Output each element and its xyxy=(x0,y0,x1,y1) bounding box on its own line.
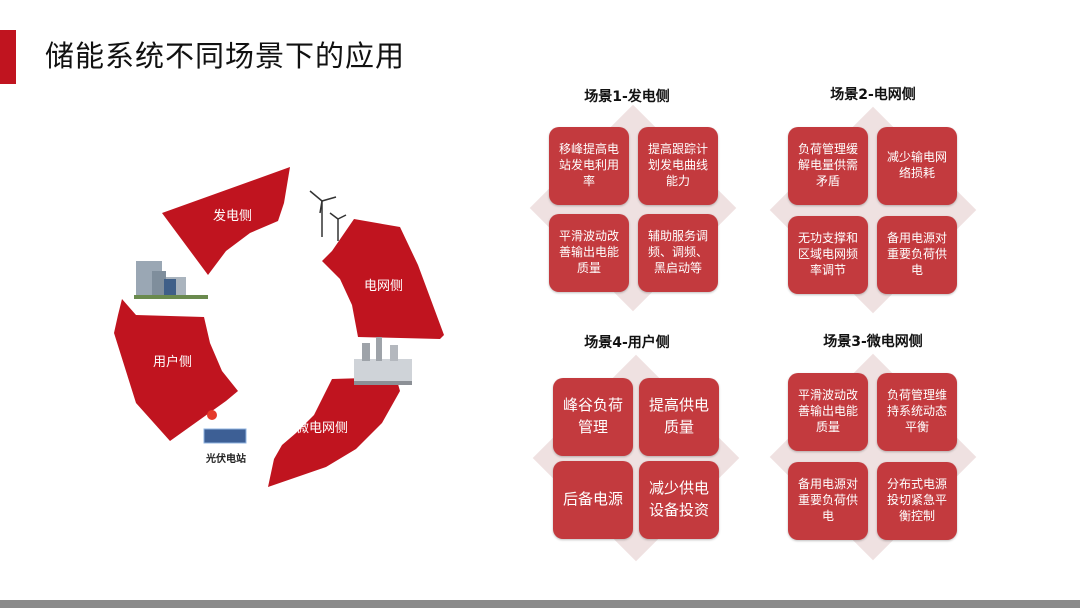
cycle-diagram: 发电侧 电网侧 微电网侧 用户侧 光伏电站 xyxy=(100,155,470,505)
page-title: 储能系统不同场景下的应用 xyxy=(45,39,406,73)
cycle-segment-microgrid xyxy=(268,377,400,487)
solar-panel-icon xyxy=(203,410,247,444)
bottom-bar xyxy=(0,600,1080,608)
cycle-label-microgrid: 微电网侧 xyxy=(296,421,349,436)
cycle-label-user: 用户侧 xyxy=(153,355,193,370)
scene-1-box-3: 平滑波动改善输出电能质量 xyxy=(549,214,629,292)
scene-1-box-4: 辅助服务调频、调频、黑启动等 xyxy=(638,214,718,292)
substation-icon xyxy=(354,337,412,385)
wind-turbine-icon xyxy=(309,190,347,241)
scene-2-box-3: 无功支撑和区域电网频率调节 xyxy=(788,216,868,294)
scene-4-box-1: 峰谷负荷管理 xyxy=(553,378,633,456)
scene-4-box-3: 后备电源 xyxy=(553,461,633,539)
scene-4-box-2: 提高供电质量 xyxy=(639,378,719,456)
scene-3-box-2: 负荷管理维持系统动态平衡 xyxy=(877,373,957,451)
scene-1-box-1: 移峰提高电站发电利用率 xyxy=(549,127,629,205)
buildings-icon xyxy=(134,261,208,299)
scene-1-box-2: 提高跟踪计划发电曲线能力 xyxy=(638,127,718,205)
scene-2-box-1: 负荷管理缓解电量供需矛盾 xyxy=(788,127,868,205)
scene-4-title: 场景4-用户侧 xyxy=(584,335,670,351)
scene-3-box-1: 平滑波动改善输出电能质量 xyxy=(788,373,868,451)
cycle-segment-generation xyxy=(162,167,290,275)
solar-station-label: 光伏电站 xyxy=(206,454,246,465)
scene-1-title: 场景1-发电侧 xyxy=(584,89,670,105)
cycle-segment-grid xyxy=(322,219,444,339)
scene-3-box-3: 备用电源对重要负荷供电 xyxy=(788,462,868,540)
scene-3-title: 场景3-微电网侧 xyxy=(823,334,923,350)
cycle-segment-user xyxy=(114,299,238,441)
cycle-arrows xyxy=(114,167,444,487)
cycle-label-generation: 发电侧 xyxy=(213,209,253,224)
scene-2-box-2: 减少输电网络损耗 xyxy=(877,127,957,205)
scene-2-box-4: 备用电源对重要负荷供电 xyxy=(877,216,957,294)
cycle-label-grid: 电网侧 xyxy=(364,279,404,294)
scene-2-title: 场景2-电网侧 xyxy=(830,87,916,103)
scene-3-box-4: 分布式电源投切紧急平衡控制 xyxy=(877,462,957,540)
title-accent-bar xyxy=(0,30,16,84)
scene-4-box-4: 减少供电设备投资 xyxy=(639,461,719,539)
